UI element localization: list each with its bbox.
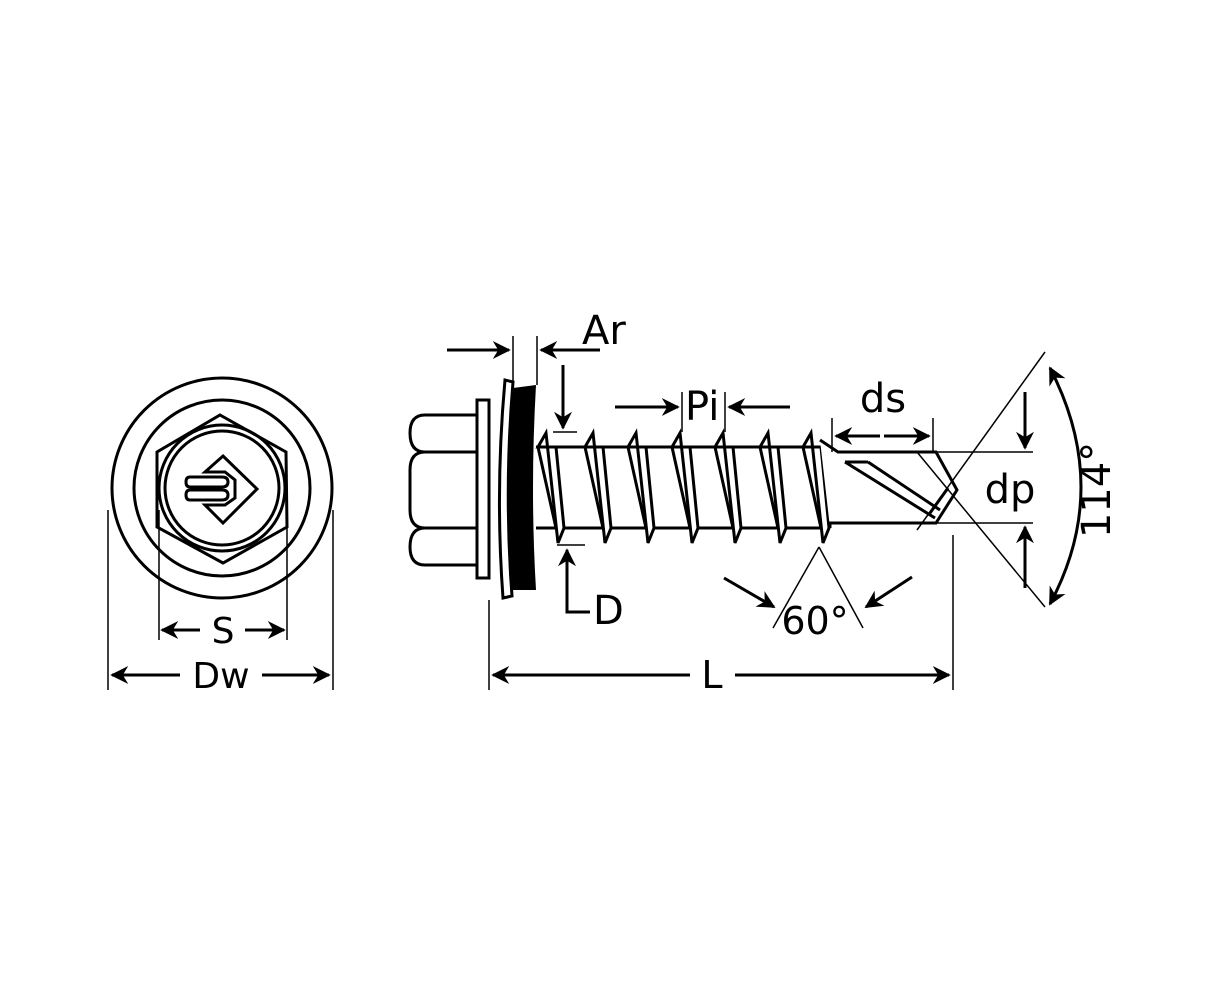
thread-crest [712,428,743,544]
dimension-dw: Dw [107,510,334,697]
washer-outer-circle [110,376,334,600]
label-thread-angle: 60° [781,599,848,643]
drill-tip [819,438,959,528]
washer-edge [497,378,515,600]
hex-head-side [408,413,480,567]
thread-flank [583,446,605,529]
label-ds: ds [860,376,906,422]
thread-flank [536,446,558,529]
dimension-ar: Ar [447,308,626,385]
thread-flank [670,446,692,529]
dimension-ds: ds [831,376,934,452]
metal-washer [475,398,491,580]
brand-logo-icon [184,453,260,526]
dimension-l: L [488,535,954,697]
dimension-d: D [553,365,624,634]
dimension-thread-angle: 60° [723,546,913,643]
dimension-tip-angle: 114° [916,351,1120,608]
thread-flank [758,446,780,529]
thread-crest [757,428,788,544]
label-d: D [593,588,624,634]
dimension-s: S [158,510,288,652]
head-collar-circle [157,423,287,553]
thread-crest [669,428,700,544]
thread-crest [582,428,613,544]
threaded-shank [535,428,831,544]
washer-inner-circle [132,398,312,578]
thread-flank [626,446,648,529]
label-tip-angle: 114° [1074,442,1120,538]
label-dw: Dw [192,656,249,697]
thread-flank [801,446,823,529]
thread-flank [713,446,735,529]
label-ar: Ar [582,308,626,354]
head-top-view [110,376,334,600]
thread-crest [800,428,831,544]
head-face-circle [163,429,281,547]
label-pi: Pi [685,384,719,430]
screw-side-view [408,378,959,600]
thread-crest [625,428,656,544]
rubber-seal [508,385,536,590]
label-s: S [212,611,235,652]
dimension-dp: dp [936,392,1035,588]
label-dp: dp [985,467,1036,513]
thread-crest [535,428,566,544]
dimension-pi: Pi [615,384,790,432]
label-length: L [701,653,722,697]
